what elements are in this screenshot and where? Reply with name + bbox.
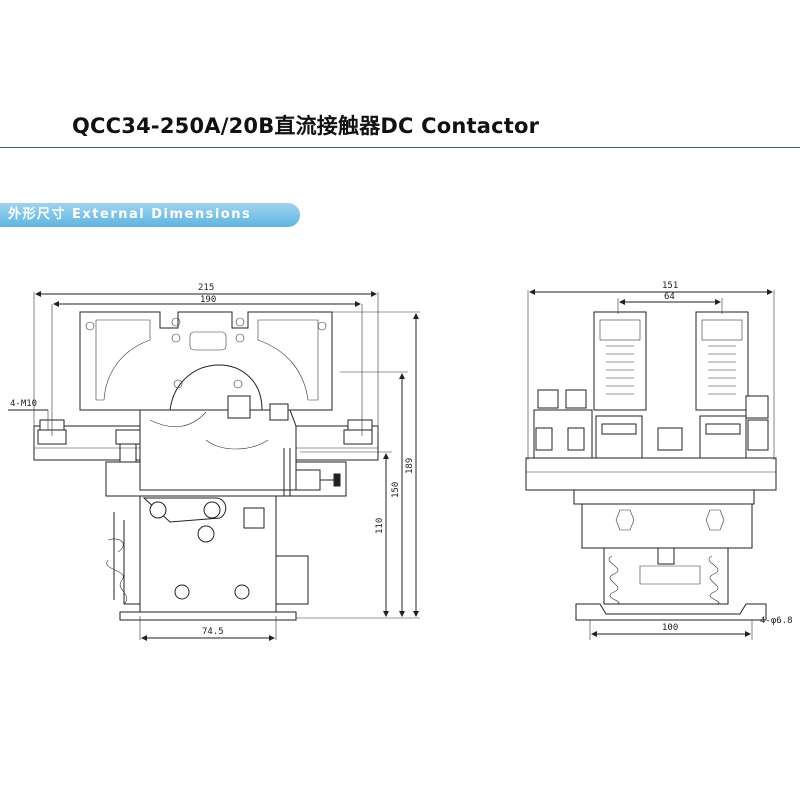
page-title: QCC34-250A/20B直流接触器DC Contactor bbox=[72, 114, 540, 138]
side-dimensions: 151 64 100 4-φ6.8 bbox=[527, 281, 793, 640]
front-view bbox=[33, 311, 379, 621]
dim-front-width-overall: 215 bbox=[198, 283, 214, 293]
dim-front-width-inner: 190 bbox=[200, 295, 216, 305]
side-view bbox=[525, 311, 777, 621]
dim-mount-holes-front: 4-M10 bbox=[10, 399, 37, 409]
dim-height-110: 110 bbox=[375, 518, 385, 534]
section-tab-external-dimensions: 外形尺寸 External Dimensions bbox=[0, 203, 300, 227]
dim-base-offset: 74.5 bbox=[202, 627, 224, 637]
dim-side-base-width: 100 bbox=[662, 623, 678, 633]
title-divider bbox=[0, 147, 800, 148]
dim-mount-holes-side: 4-φ6.8 bbox=[760, 616, 793, 626]
dim-height-189: 189 bbox=[405, 458, 415, 474]
dim-side-pole-spacing: 64 bbox=[664, 292, 675, 302]
dim-height-150: 150 bbox=[391, 482, 401, 498]
front-dimensions: 215 190 4-M10 74.5 189 150 110 bbox=[8, 283, 420, 641]
dim-side-width-overall: 151 bbox=[662, 281, 678, 291]
